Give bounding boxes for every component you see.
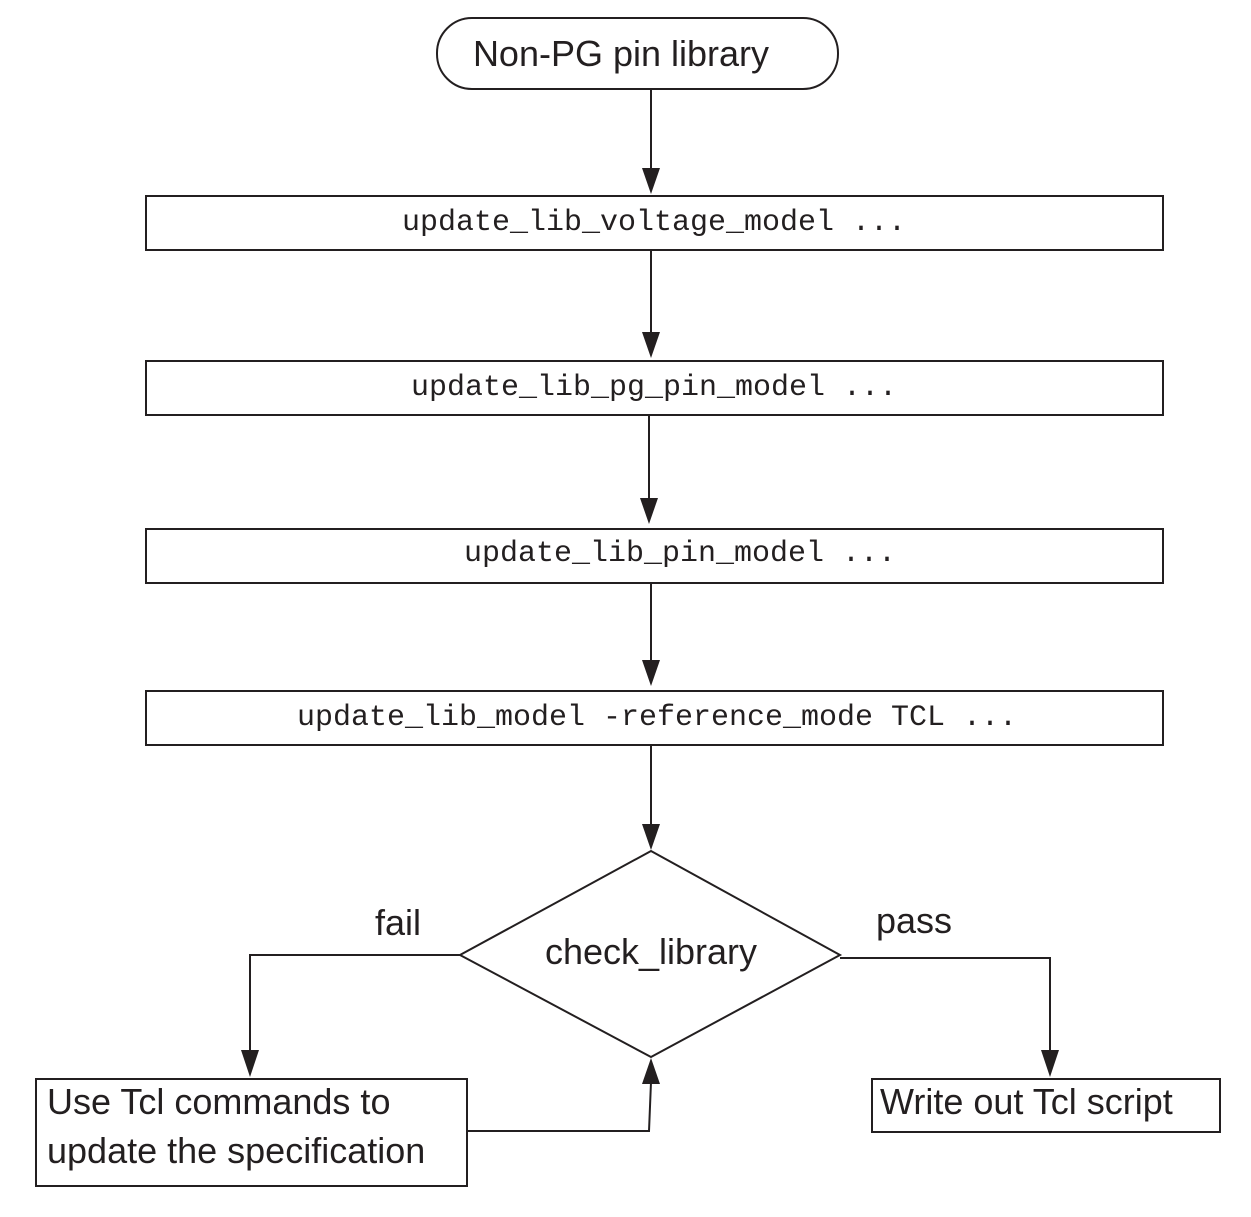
decision-diamond — [457, 849, 843, 1059]
decision-label: check_library — [545, 931, 757, 972]
step-reference-mode-box — [145, 690, 1164, 746]
fail-action-line-2: update the specification — [47, 1130, 425, 1171]
step-voltage-model-box — [145, 195, 1164, 251]
step-pg-pin-model: update_lib_pg_pin_model ... — [145, 360, 1164, 416]
start-terminal-label: Non-PG pin library — [473, 33, 769, 74]
pass-action-label: Write out Tcl script — [880, 1081, 1173, 1122]
step-voltage-model-label: update_lib_voltage_model ... — [402, 206, 906, 240]
step-reference-mode: update_lib_model -reference_mode TCL ... — [145, 690, 1164, 746]
fail-label: fail — [375, 902, 421, 943]
arrow-start-to-voltage-model — [642, 90, 660, 194]
start-terminal-shape — [436, 17, 839, 90]
arrow-pg-pin-to-pin — [640, 416, 658, 524]
start-terminal: Non-PG pin library — [436, 17, 839, 90]
fail-branch: fail — [241, 902, 460, 1077]
pass-branch: pass — [840, 900, 1059, 1077]
step-pg-pin-model-label: update_lib_pg_pin_model ... — [411, 371, 897, 405]
step-voltage-model: update_lib_voltage_model ... — [145, 195, 1164, 251]
arrow-pin-to-reference-mode — [642, 584, 660, 686]
fail-action-box: Use Tcl commands to update the specifica… — [35, 1078, 468, 1187]
decision-check-library: check_library — [457, 849, 843, 1059]
pass-action-box-shape — [871, 1078, 1221, 1133]
fail-action-box-shape — [35, 1078, 468, 1187]
step-pin-model-box — [145, 528, 1164, 584]
pass-label: pass — [876, 900, 952, 941]
fail-action-line-1: Use Tcl commands to — [47, 1081, 390, 1122]
step-reference-mode-label: update_lib_model -reference_mode TCL ... — [297, 701, 1017, 735]
pass-action-box: Write out Tcl script — [871, 1078, 1221, 1133]
step-pg-pin-model-box — [145, 360, 1164, 416]
arrow-fail-loop-back — [467, 1058, 660, 1132]
step-pin-model: update_lib_pin_model ... — [145, 528, 1164, 584]
arrow-reference-mode-to-decision — [642, 746, 660, 850]
step-pin-model-label: update_lib_pin_model ... — [464, 537, 896, 571]
arrow-voltage-to-pg-pin — [642, 251, 660, 358]
